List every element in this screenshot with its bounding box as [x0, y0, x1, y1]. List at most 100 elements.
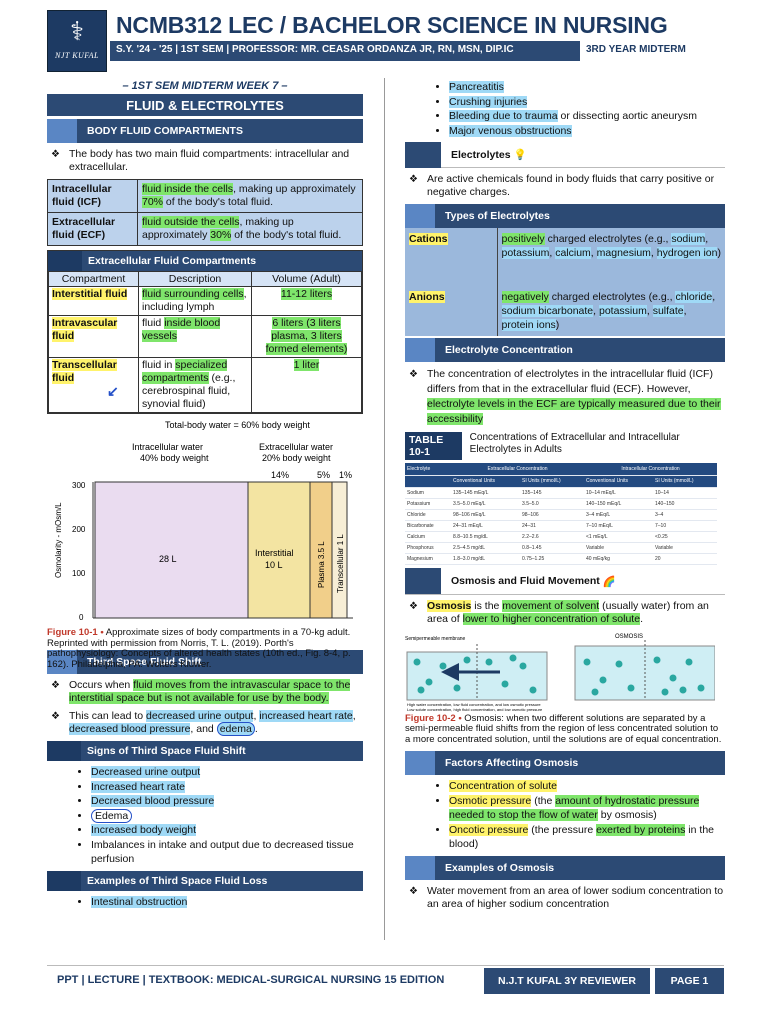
factors-list: Concentration of solute Osmotic pressure…	[449, 779, 725, 852]
table-cell: Variable	[652, 542, 717, 554]
bullet-examples: Water movement from an area of lower sod…	[405, 885, 725, 911]
caption-text: Osmosis: when two different solutions ar…	[405, 712, 722, 745]
section-heading: Signs of Third Space Fluid Shift	[87, 745, 246, 757]
highlight: magnesium	[596, 247, 651, 259]
particle	[591, 688, 599, 695]
bullet-intro: The body has two main fluid compartments…	[47, 148, 363, 174]
particle	[615, 660, 623, 667]
highlight: Bleeding due to trauma	[449, 110, 558, 122]
highlight: sulfate	[652, 305, 684, 317]
highlight: electrolyte levels in the ECF are typica…	[427, 398, 721, 425]
body-water-diagram: Total-body water = 60% body weight Intra…	[54, 420, 353, 622]
highlight: 30%	[210, 229, 232, 241]
high-label: Low solute concentration, high fluid con…	[407, 707, 543, 712]
text: (the pressure	[528, 823, 597, 836]
particle	[439, 662, 447, 669]
highlight: fluid inside the cells	[142, 183, 234, 195]
table-cell: fluid surrounding cells, including lymph	[138, 286, 252, 316]
osmosis-diagram: Semipermeable membrane OSMOSIS High wate…	[405, 634, 715, 712]
ecf-table-wrapper: Extracellular Fluid Compartments Compart…	[47, 250, 363, 414]
low-label: High water concentration, low fluid conc…	[407, 702, 541, 707]
figure-ylabel: Osmolarity - mOsm/L	[54, 502, 63, 578]
highlight: decreased urine output	[146, 710, 254, 722]
text: of the body's total fluid.	[163, 196, 274, 208]
table-cell: 0.75–1.25	[520, 553, 584, 565]
figure-caption-osmosis: Figure 10-2 • Osmosis: when two differen…	[405, 712, 725, 746]
table-cell: 135–145	[520, 487, 584, 499]
tick-label: 0	[79, 613, 84, 622]
figure-ecw-label: Extracellular water	[259, 442, 333, 452]
plasma-label: Plasma 3.5 L	[317, 541, 326, 588]
table-cell: <1 mEq/L	[584, 531, 653, 543]
table-row: Intracellular fluid (ICF) fluid inside t…	[47, 179, 363, 213]
table-cell: 98–106	[520, 509, 584, 521]
section-osmosis: Osmosis and Fluid Movement 🌈	[405, 568, 725, 595]
particle	[653, 656, 661, 663]
table-cell: fluid in specialized compartments (e.g.,…	[138, 357, 252, 413]
particle	[501, 680, 509, 687]
text: , including lymph	[142, 288, 247, 313]
highlight: hydrogen ion	[656, 247, 718, 259]
text: The concentration of electrolytes in the…	[427, 368, 713, 395]
table-tag: TABLE 10-1	[405, 432, 462, 460]
list-item: Osmotic pressure (the amount of hydrosta…	[449, 794, 725, 823]
signs-list: Decreased urine output Increased heart r…	[91, 765, 363, 867]
bullet-concentration: The concentration of electrolytes in the…	[405, 367, 725, 427]
highlight: sodium	[671, 233, 706, 245]
table-cell: 135–145 mEq/L	[451, 487, 521, 499]
text: This can lead to	[69, 710, 147, 722]
section-factors: Factors Affecting Osmosis	[405, 751, 725, 775]
particle	[679, 686, 687, 693]
particle	[413, 658, 421, 665]
table-cell: 2.2–2.6	[520, 531, 584, 543]
table-cell: 7–10	[652, 520, 717, 532]
text: (usually water) from an area of	[427, 599, 709, 625]
table-cell: 3–4	[652, 509, 717, 521]
highlight: fluid outside the cells	[142, 216, 240, 228]
table-cell: 24–31	[520, 520, 584, 532]
list-item: Pancreatitis	[449, 80, 725, 95]
text: .	[254, 723, 258, 735]
table-row: Anions negatively charged electrolytes (…	[405, 286, 725, 336]
table-cell: Calcium	[405, 531, 452, 543]
week-label: – 1ST SEM MIDTERM WEEK 7 –	[122, 80, 288, 92]
figure-icw-pct: 40% body weight	[140, 453, 209, 463]
figure-pct1: 1%	[339, 470, 352, 480]
table-cell: 10–14 mEq/L	[584, 487, 653, 499]
transcellular-block	[331, 481, 348, 619]
section-marker	[405, 338, 435, 362]
table-cell: Bicarbonate	[405, 520, 452, 532]
highlight: 6 liters (3 liters plasma, 3 liters form…	[265, 317, 348, 355]
text: (e.g., cerebrospinal fluid, synovial flu…	[142, 372, 236, 410]
text: (the	[531, 794, 556, 807]
highlight: negatively	[501, 291, 549, 303]
figure-icw-label: Intracellular water	[132, 442, 203, 452]
table-cell: fluid inside blood vessels	[138, 315, 252, 358]
list-item: Decreased blood pressure	[91, 794, 363, 809]
icf-block	[94, 481, 249, 619]
list-item: Decreased urine output	[91, 765, 363, 780]
highlight: sodium bicarbonate	[501, 305, 594, 317]
highlight: Anions	[409, 291, 445, 303]
text: , and	[190, 723, 217, 735]
highlight: calcium	[555, 247, 591, 259]
table-cell: Extracellular fluid (ECF)	[47, 212, 138, 246]
table-cell: Transcellular fluid↙	[48, 357, 139, 413]
particle	[697, 684, 705, 691]
table-title: Concentrations of Extracellular and Intr…	[469, 432, 680, 455]
particle	[669, 674, 677, 681]
tick-label: 100	[72, 569, 86, 578]
section-marker	[405, 855, 435, 880]
logo-text: NJT KUFAL	[55, 51, 99, 60]
particle	[627, 684, 635, 691]
figure-ecw-pct: 20% body weight	[262, 453, 331, 463]
list-item: Bleeding due to trauma or dissecting aor…	[449, 109, 725, 124]
highlight: decreased blood pressure	[69, 723, 191, 735]
subtitle-bar: S.Y. '24 - '25 | 1ST SEM | PROFESSOR: MR…	[110, 41, 580, 61]
particle	[425, 678, 433, 685]
bullet-third-space-2: This can lead to decreased urine output,…	[47, 710, 363, 736]
